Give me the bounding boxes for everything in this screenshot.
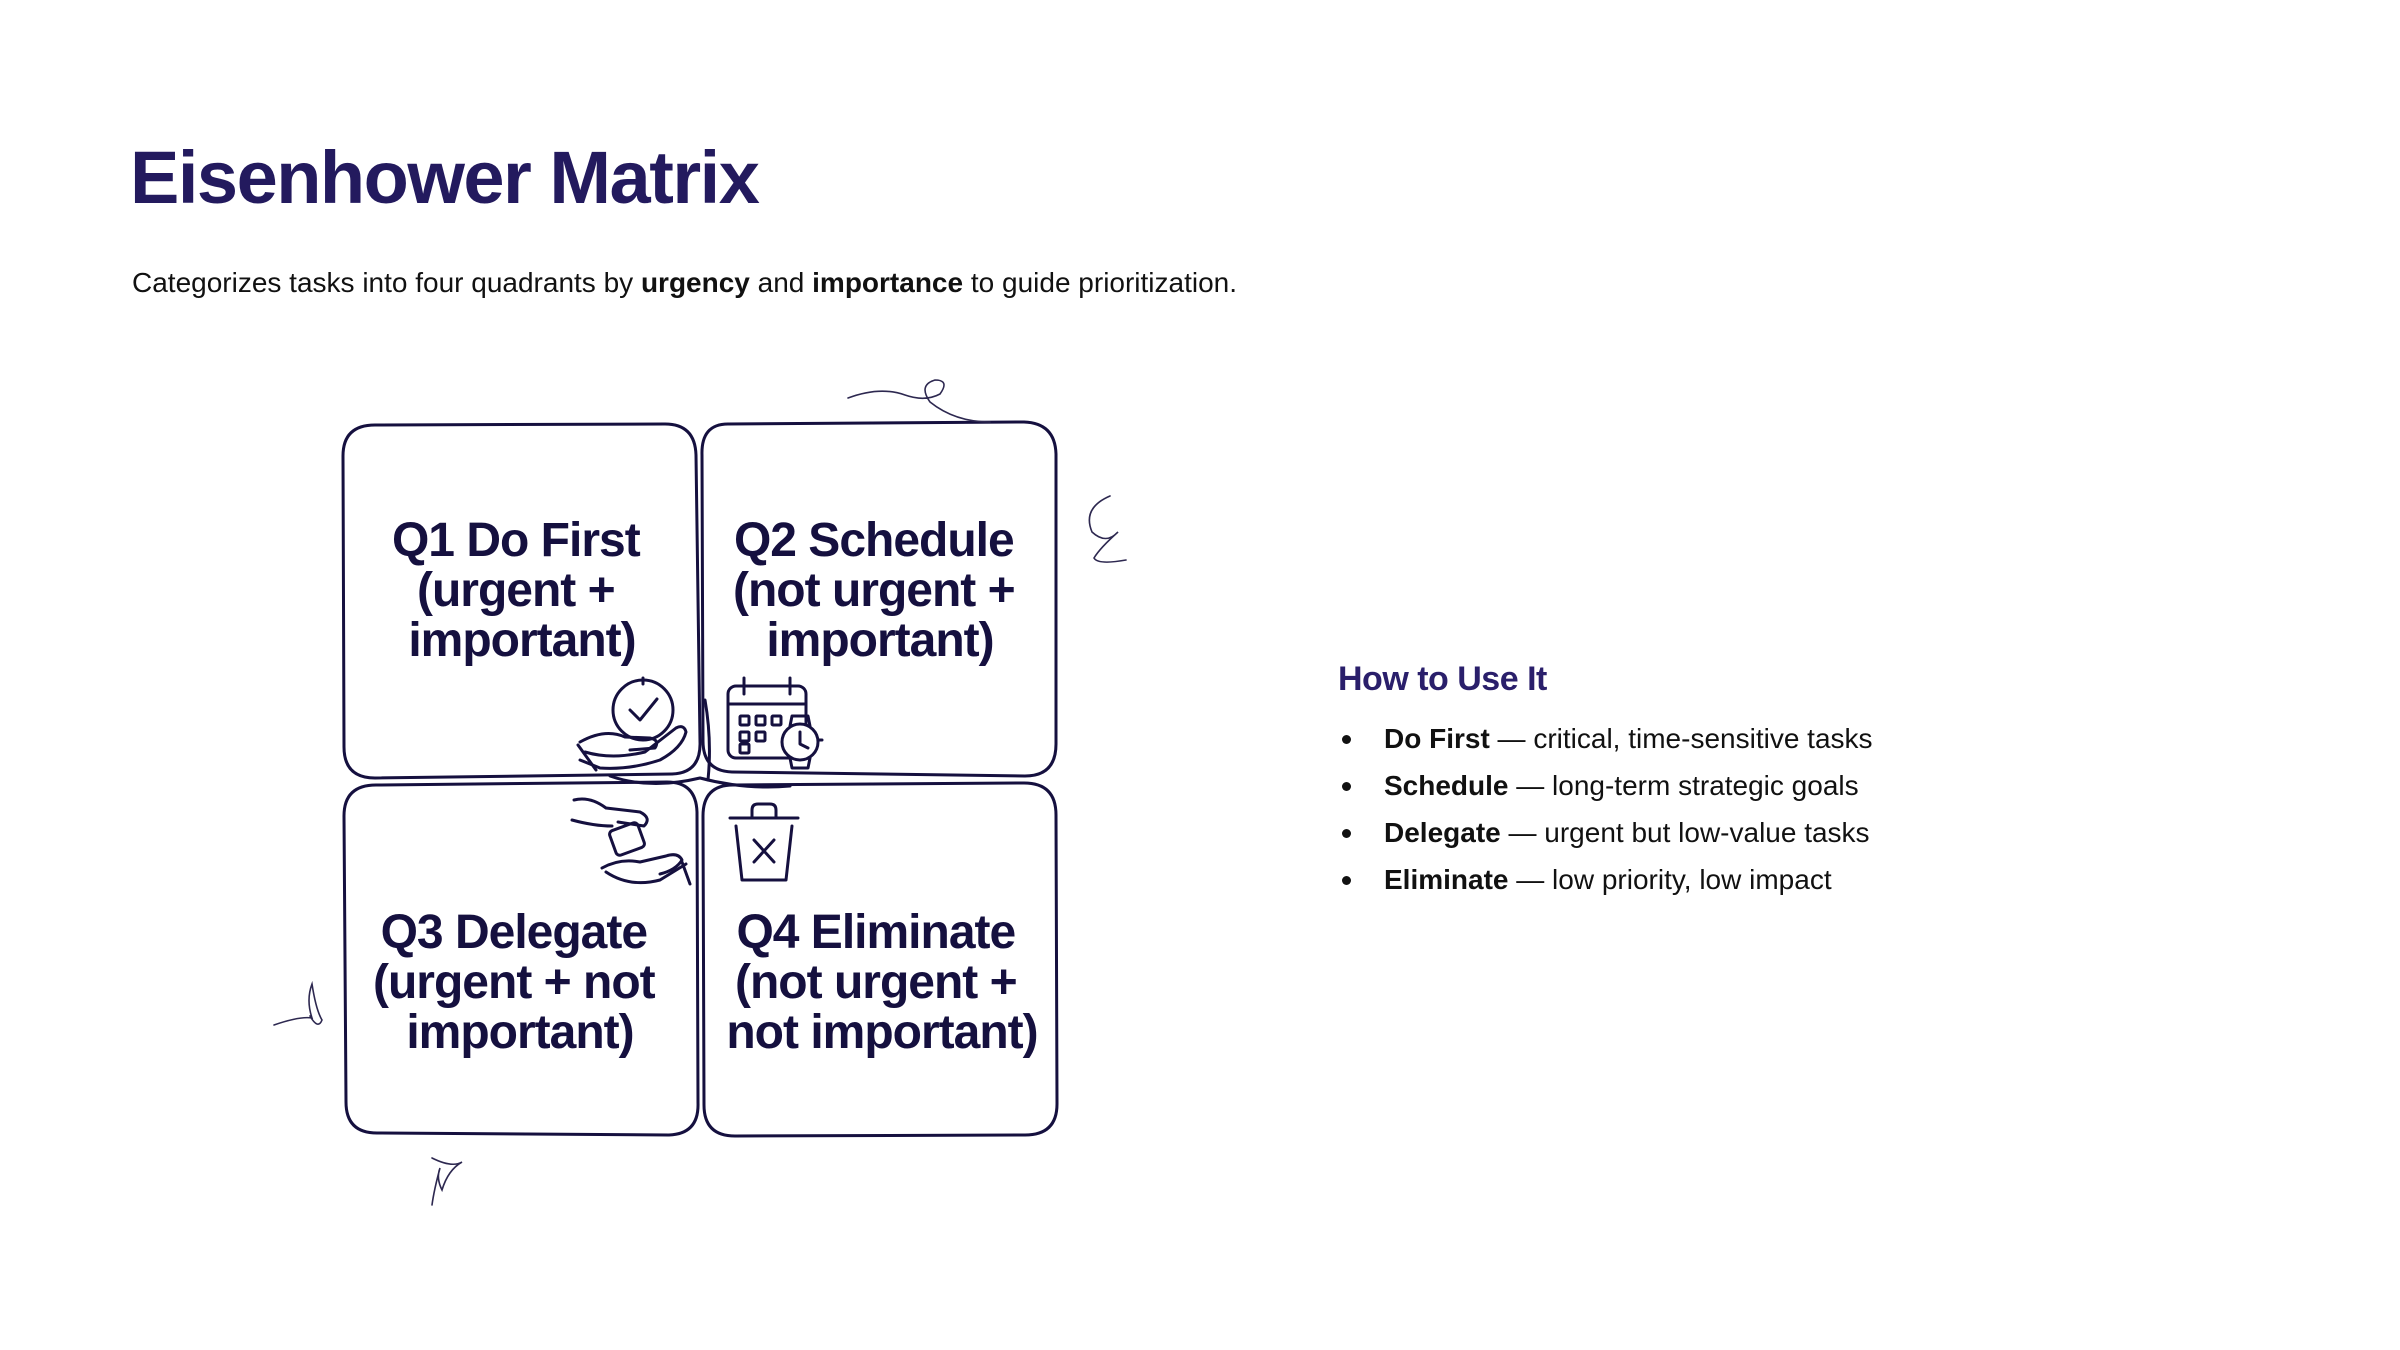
q2-label-line-1: Q2 Schedule — [734, 514, 1014, 567]
q2-box — [700, 420, 1058, 778]
q1-label: Q1 Do First (urgent + important) — [392, 514, 652, 667]
q3-label-line-2: (urgent + not — [373, 956, 656, 1009]
connector-line — [608, 774, 792, 789]
list-item-term: Schedule — [1384, 770, 1509, 801]
q4-label-line-1: Q4 Eliminate — [736, 906, 1015, 959]
list-item-term: Eliminate — [1384, 864, 1509, 895]
subtitle-bold-urgency: urgency — [640, 267, 750, 298]
list-item-do-first: Do First — critical, time-sensitive task… — [1338, 715, 2138, 762]
list-item-schedule: Schedule — long-term strategic goals — [1338, 762, 2138, 809]
list-item-term: Do First — [1384, 723, 1490, 754]
subtitle-text-1: Categorizes tasks into four quadrants by — [132, 267, 641, 298]
list-item-term: Delegate — [1384, 817, 1501, 848]
subtitle-text-3: to guide prioritization. — [963, 267, 1238, 298]
q4-label-line-2: (not urgent + — [735, 956, 1017, 1009]
q1-label-line-2: (urgent + — [417, 564, 615, 617]
how-to-use-heading: How to Use It — [1338, 660, 1547, 698]
subtitle-text-2: and — [749, 267, 813, 298]
connector-line — [703, 698, 711, 782]
list-item-desc: — low priority, low impact — [1508, 864, 1832, 895]
decorative-squiggle-top — [847, 379, 991, 423]
how-to-use-list: Do First — critical, time-sensitive task… — [1338, 715, 2138, 903]
how-to-use-section: How to Use It Do First — critical, time-… — [1338, 660, 2138, 903]
quadrant-labels: Q1 Do First (urgent + important) Q2 Sche… — [373, 514, 1039, 1059]
decorative-squiggle-left — [273, 980, 323, 1026]
subtitle: Categorizes tasks into four quadrants by… — [132, 267, 1237, 299]
page-title: Eisenhower Matrix — [130, 136, 760, 219]
trash-x-icon — [728, 802, 800, 882]
decorative-squiggle-right — [1088, 495, 1127, 563]
hands-passing-icon — [570, 797, 692, 886]
list-item-desc: — long-term strategic goals — [1508, 770, 1859, 801]
q3-label-line-1: Q3 Delegate — [381, 906, 648, 959]
q3-label-line-3: important) — [406, 1006, 633, 1059]
calendar-watch-icon — [726, 676, 824, 770]
list-item-eliminate: Eliminate — low priority, low impact — [1338, 856, 2138, 903]
list-item-delegate: Delegate — urgent but low-value tasks — [1338, 809, 2138, 856]
q4-label: Q4 Eliminate (not urgent + not important… — [726, 906, 1037, 1059]
hand-clock-check-icon — [576, 676, 688, 772]
decorative-squiggle-bottom — [431, 1157, 463, 1206]
q2-label-line-3: important) — [766, 614, 993, 667]
q1-label-line-3: important) — [408, 614, 635, 667]
subtitle-bold-importance: importance — [812, 267, 964, 298]
q4-label-line-3: not important) — [726, 1006, 1037, 1059]
list-item-desc: — urgent but low-value tasks — [1500, 817, 1870, 848]
list-item-desc: — critical, time-sensitive tasks — [1489, 723, 1873, 754]
q2-label: Q2 Schedule (not urgent + important) — [733, 514, 1027, 667]
q1-box — [341, 422, 702, 780]
q3-label: Q3 Delegate (urgent + not important) — [373, 906, 667, 1059]
q3-box — [342, 780, 700, 1137]
q2-label-line-2: (not urgent + — [733, 564, 1015, 617]
q4-box — [701, 781, 1059, 1138]
q1-label-line-1: Q1 Do First — [392, 514, 641, 567]
